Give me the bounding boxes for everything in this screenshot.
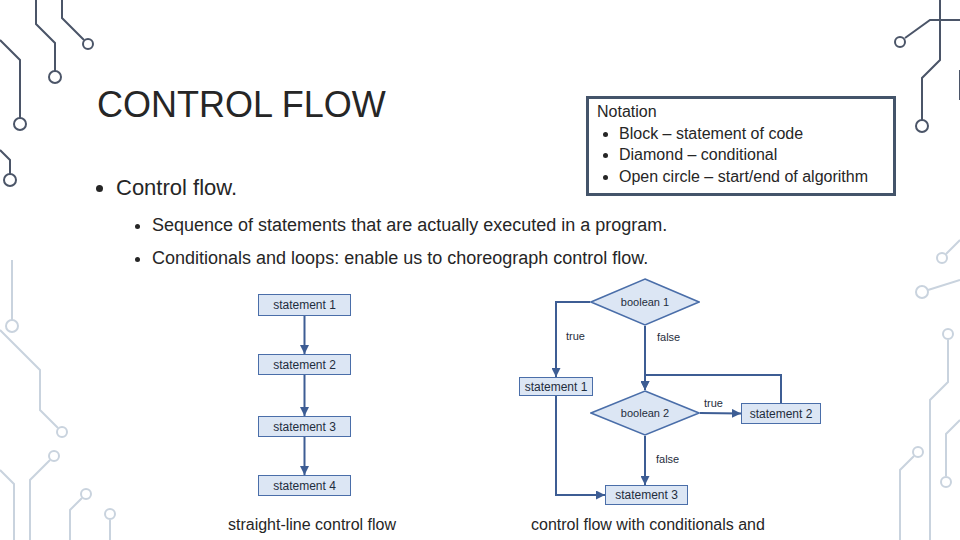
process-box: statement 3 [605,485,688,505]
flow-arrow [644,326,646,390]
flow-arrow [304,316,306,354]
figure-caption: straight-line control flow [192,515,432,535]
flow-arrow [304,375,306,416]
notation-item: Diamond – conditional [619,144,885,166]
statement-text: statement 1 [525,380,588,394]
flow-arrow [700,412,741,415]
process-box: statement 4 [258,475,351,496]
branch-label: false [657,331,680,344]
statement-text: statement 3 [273,420,336,434]
bullet-text: Control flow. [116,175,237,201]
branch-label: true [704,397,723,410]
process-box: statement 2 [741,403,821,424]
statement-text: statement 2 [750,407,813,421]
notation-box: NotationBlock – statement of codeDiamond… [586,96,896,196]
bullet-text: Conditionals and loops: enable us to cho… [152,247,648,269]
flow-arrow [644,436,646,485]
bullet-text: Sequence of statements that are actually… [152,214,667,236]
process-box: statement 1 [519,377,593,396]
slide-title: CONTROL FLOW [97,87,386,123]
branch-label: true [566,330,585,343]
notation-item: Block – statement of code [619,123,885,145]
figure-caption: control flow with conditionals and [531,515,765,535]
decision-diamond: boolean 1 [590,278,700,326]
statement-text: statement 3 [615,488,678,502]
branch-label: false [656,453,679,466]
notation-heading: Notation [597,101,885,123]
decision-text: boolean 2 [621,407,669,420]
flow-arrow [304,437,306,475]
process-box: statement 1 [258,294,351,316]
process-box: statement 2 [258,354,351,375]
decision-text: boolean 1 [621,296,669,309]
decision-diamond: boolean 2 [590,390,700,436]
notation-list: Block – statement of codeDiamond – condi… [597,123,885,188]
flow-arrow [556,302,590,377]
statement-text: statement 2 [273,358,336,372]
statement-text: statement 1 [273,298,336,312]
statement-text: statement 4 [273,479,336,493]
notation-item: Open circle – start/end of algorithm [619,166,885,188]
process-box: statement 3 [258,416,351,437]
